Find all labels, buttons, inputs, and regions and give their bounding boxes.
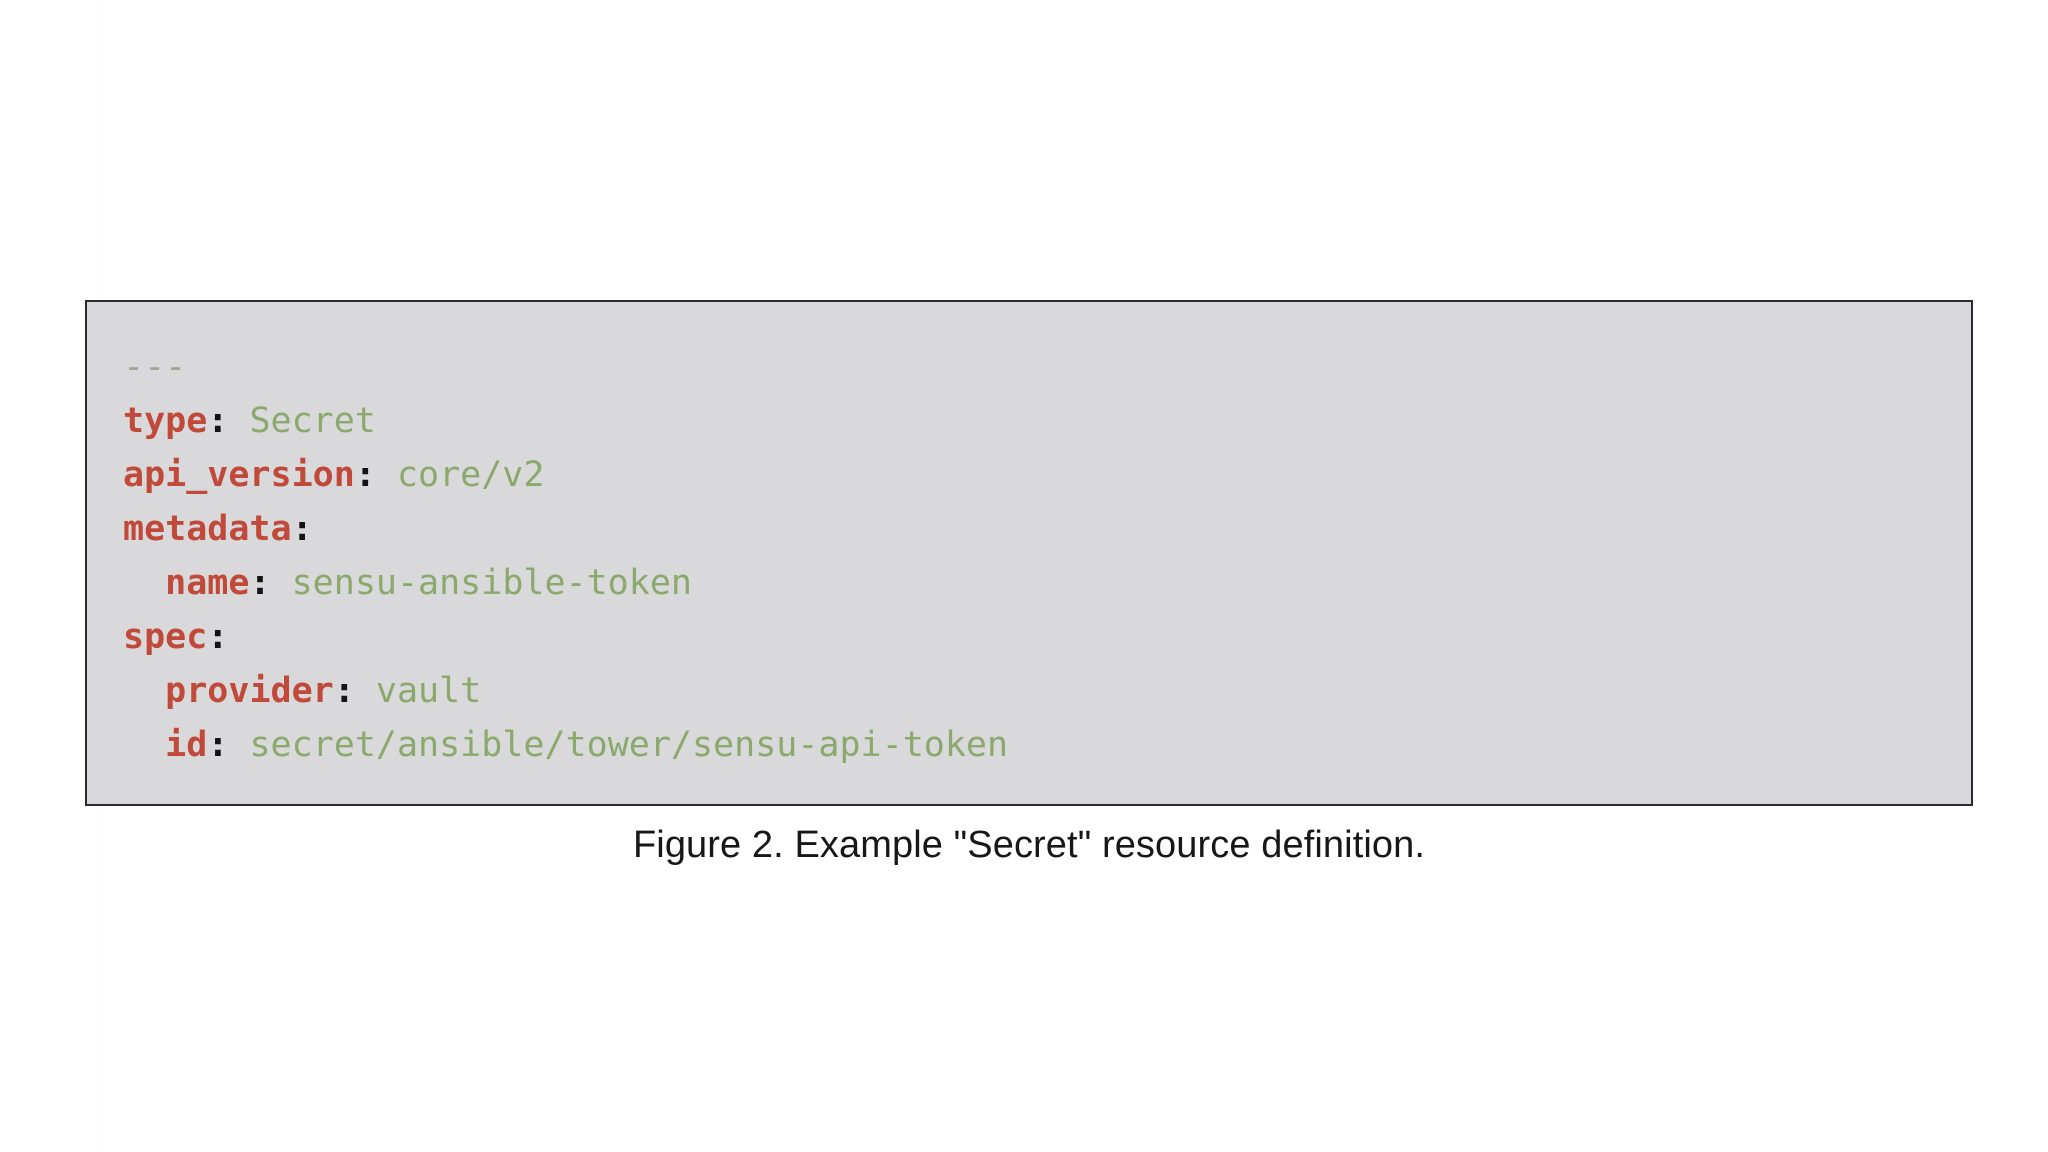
yaml-value: secret/ansible/tower/sensu-api-token (249, 725, 1009, 765)
code-space (228, 401, 249, 441)
figure-caption: Figure 2. Example "Secret" resource defi… (632, 824, 1426, 866)
yaml-key: api_version (123, 455, 355, 495)
yaml-value: vault (375, 671, 482, 711)
yaml-colon: : (207, 725, 229, 765)
yaml-colon: : (333, 671, 355, 711)
yaml-key: metadata (123, 509, 292, 549)
yaml-colon: : (354, 455, 376, 495)
yaml-key: name (165, 563, 250, 603)
code-space (228, 725, 249, 765)
code-indent (123, 563, 165, 603)
code-line: name: sensu-ansible-token (123, 556, 1971, 610)
code-line: api_version: core/v2 (123, 448, 1971, 502)
code-line: type: Secret (123, 394, 1971, 448)
code-line: metadata: (123, 502, 1971, 556)
code-space (355, 671, 376, 711)
yaml-colon: : (249, 563, 271, 603)
yaml-key: id (165, 725, 208, 765)
code-line: spec: (123, 610, 1971, 664)
yaml-key: type (123, 401, 208, 441)
yaml-key: provider (165, 671, 334, 711)
yaml-key: spec (123, 617, 208, 657)
code-line: --- (123, 340, 1971, 394)
yaml-document-marker: --- (123, 347, 187, 387)
yaml-colon: : (291, 509, 313, 549)
yaml-colon: : (207, 401, 229, 441)
code-line: id: secret/ansible/tower/sensu-api-token (123, 718, 1971, 772)
code-indent (123, 671, 165, 711)
code-space (376, 455, 397, 495)
yaml-value: Secret (249, 401, 376, 441)
code-line: provider: vault (123, 664, 1971, 718)
yaml-value: core/v2 (396, 455, 545, 495)
code-space (271, 563, 292, 603)
yaml-value: sensu-ansible-token (291, 563, 692, 603)
code-indent (123, 725, 165, 765)
yaml-colon: : (207, 617, 229, 657)
